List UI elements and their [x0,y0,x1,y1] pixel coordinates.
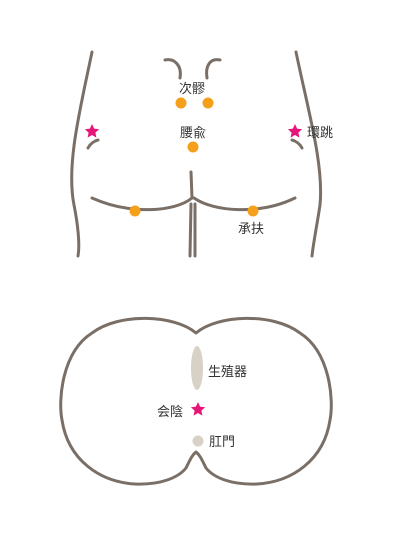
left-body-outline [70,50,94,258]
anus-label: 肛門 [209,435,235,450]
genitals-shape [191,346,203,390]
gluteal-cleft-top [189,170,194,200]
gluteal-cleft-left [188,202,193,258]
huantiao-label: 環跳 [307,126,333,141]
chengfu-label: 承扶 [238,222,264,237]
huiyin-star [190,402,206,416]
genitals-label: 生殖器 [208,364,247,380]
huiyin-label: 会陰 [157,405,183,420]
anus-shape [192,435,204,447]
hip-left-mark [86,138,100,150]
jiliao-left-point [175,97,187,109]
perineum-outline [59,316,333,486]
jiliao-right-point [202,97,214,109]
sacrum-right-curve [205,58,222,80]
yaoyu-label: 腰兪 [180,126,206,141]
right-body-outline [294,50,323,258]
hip-right-mark [290,138,304,150]
perineum-view: 生殖器 会陰 肛門 [59,316,333,486]
chengfu-right-point [247,205,259,217]
yaoyu-point [187,141,199,153]
huantiao-left-star [84,124,100,138]
back-view: 次髎 腰兪 環跳 承扶 [70,50,333,258]
sacrum-left-curve [163,58,182,80]
huantiao-right-star [287,124,303,138]
chengfu-left-point [129,205,141,217]
jiliao-label: 次髎 [179,81,205,97]
right-gluteal-fold [192,196,297,212]
left-gluteal-fold [90,196,194,212]
